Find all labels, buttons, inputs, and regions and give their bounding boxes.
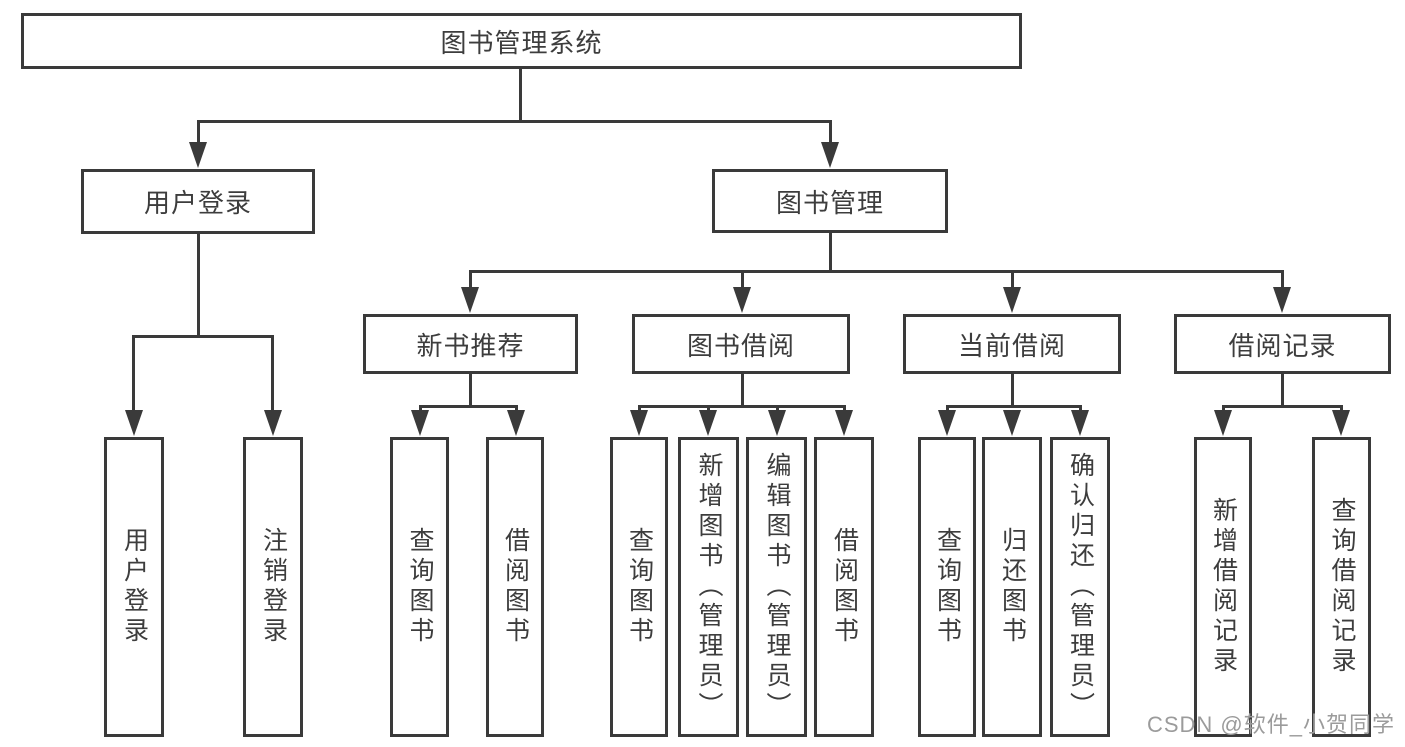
connector-line (1079, 405, 1082, 413)
connector-line (946, 405, 1082, 408)
connector-line (419, 405, 518, 408)
arrowhead-down-icon (1273, 287, 1291, 313)
arrowhead-down-icon (264, 410, 282, 436)
connector-line (469, 270, 472, 289)
arrowhead-down-icon (1214, 410, 1232, 436)
connector-line (515, 405, 518, 413)
leaf-return-books: 归还图书 (982, 437, 1042, 737)
csdn-watermark: CSDN @软件_小贺同学 (1146, 712, 1395, 737)
leaf-confirm-return-admin: 确认归还（管理员） (1050, 437, 1110, 737)
node-new-book-recommendation: 新书推荐 (363, 314, 578, 374)
connector-line (946, 405, 949, 413)
leaf-query-borrow-record: 查询借阅记录 (1312, 437, 1371, 737)
arrowhead-down-icon (768, 410, 786, 436)
connector-line (1222, 405, 1225, 413)
connector-line (197, 120, 832, 123)
arrowhead-down-icon (835, 410, 853, 436)
leaf-logout: 注销登录 (243, 437, 303, 737)
leaf-edit-book-admin: 编辑图书（管理员） (746, 437, 807, 737)
connector-line (638, 405, 846, 408)
connector-line (271, 335, 274, 412)
connector-line (829, 233, 832, 272)
arrowhead-down-icon (699, 410, 717, 436)
arrowhead-down-icon (630, 410, 648, 436)
leaf-query-books-recommend: 查询图书 (390, 437, 449, 737)
node-book-management: 图书管理 (712, 169, 948, 233)
connector-line (419, 405, 422, 413)
arrowhead-down-icon (189, 142, 207, 168)
connector-line (741, 374, 744, 407)
arrowhead-down-icon (1003, 287, 1021, 313)
connector-line (638, 405, 641, 413)
connector-line (1281, 270, 1284, 289)
arrowhead-down-icon (938, 410, 956, 436)
connector-line (843, 405, 846, 413)
connector-line (1011, 374, 1014, 407)
arrowhead-down-icon (1003, 410, 1021, 436)
leaf-add-borrow-record: 新增借阅记录 (1194, 437, 1252, 737)
leaf-query-books-current: 查询图书 (918, 437, 976, 737)
connector-line (519, 69, 522, 122)
arrowhead-down-icon (821, 142, 839, 168)
connector-line (707, 405, 710, 413)
connector-line (776, 405, 779, 413)
arrowhead-down-icon (125, 410, 143, 436)
connector-line (469, 374, 472, 407)
leaf-query-books-borrowing: 查询图书 (610, 437, 668, 737)
arrowhead-down-icon (733, 287, 751, 313)
connector-line (133, 335, 274, 338)
connector-line (132, 335, 135, 412)
node-borrowing-records: 借阅记录 (1174, 314, 1391, 374)
connector-line (197, 120, 200, 144)
arrowhead-down-icon (411, 410, 429, 436)
connector-line (1222, 405, 1343, 408)
arrowhead-down-icon (1332, 410, 1350, 436)
connector-line (197, 234, 200, 337)
connector-line (1281, 374, 1284, 407)
arrowhead-down-icon (507, 410, 525, 436)
connector-line (741, 270, 744, 289)
connector-line (469, 270, 1283, 273)
connector-line (829, 120, 832, 144)
arrowhead-down-icon (461, 287, 479, 313)
connector-line (1340, 405, 1343, 413)
node-book-borrowing: 图书借阅 (632, 314, 850, 374)
arrowhead-down-icon (1071, 410, 1089, 436)
node-current-borrowing: 当前借阅 (903, 314, 1121, 374)
leaf-borrow-books-recommend: 借阅图书 (486, 437, 544, 737)
leaf-borrow-books-borrowing: 借阅图书 (814, 437, 874, 737)
connector-line (1011, 270, 1014, 289)
leaf-add-book-admin: 新增图书（管理员） (678, 437, 739, 737)
node-user-login: 用户登录 (81, 169, 315, 234)
leaf-user-login: 用户登录 (104, 437, 164, 737)
node-library-management-system: 图书管理系统 (21, 13, 1022, 69)
